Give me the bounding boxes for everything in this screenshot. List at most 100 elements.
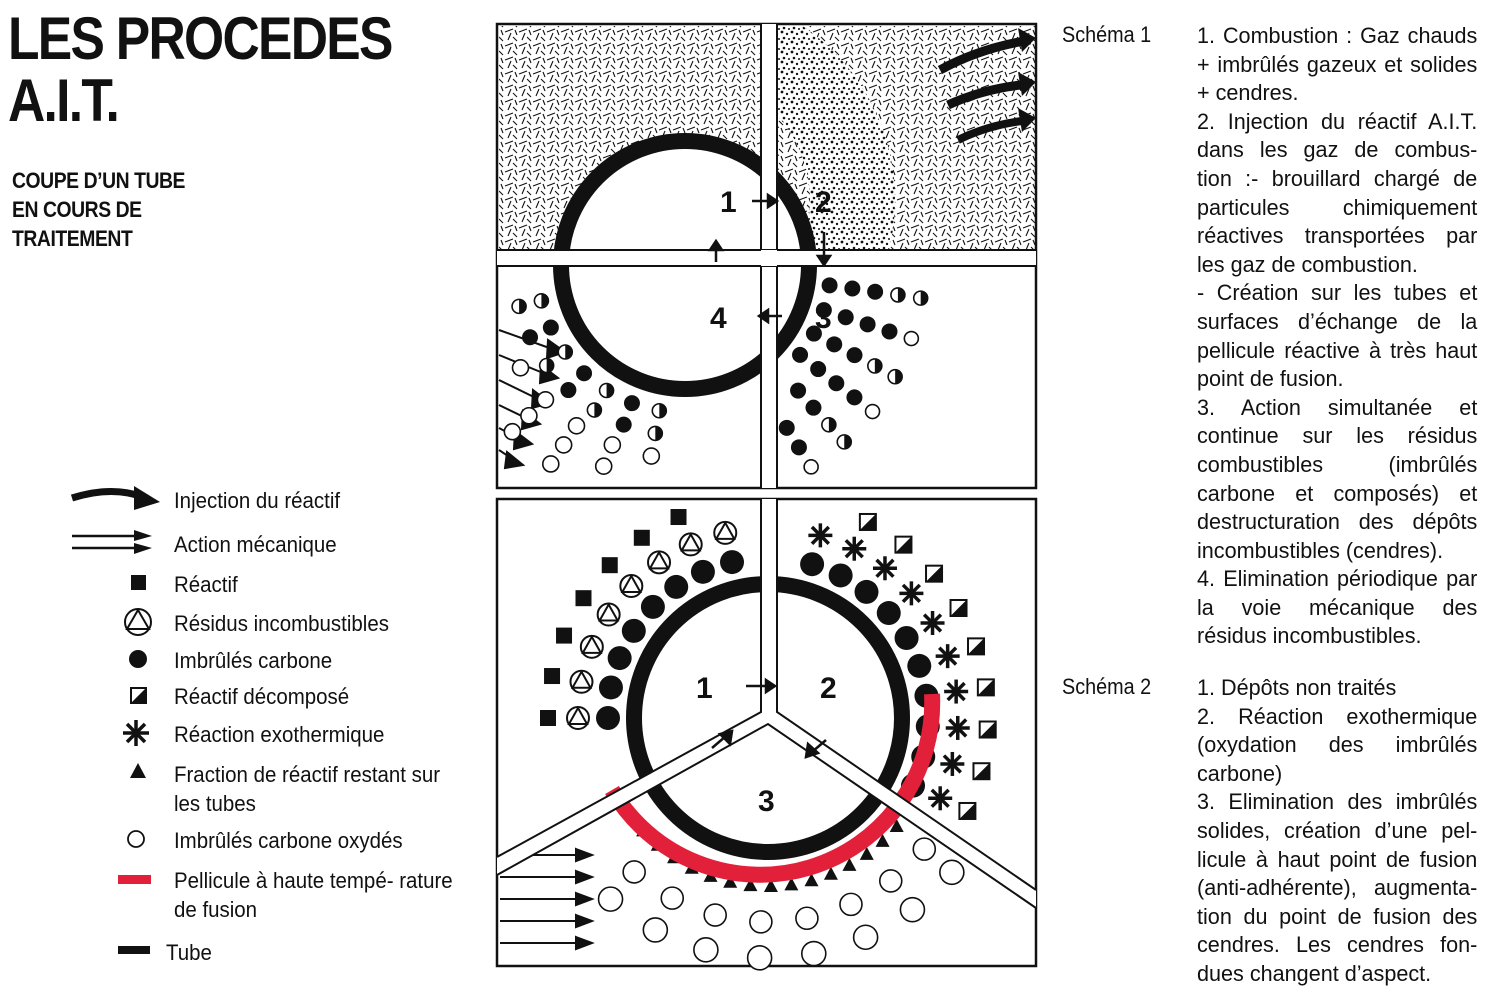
diagram-area: 1 2 3 4 1 (495, 22, 1038, 971)
red-band-icon (118, 875, 151, 884)
reactant-triangle (804, 873, 819, 887)
action-arrows-bottom (500, 847, 595, 951)
residue-triangle (620, 573, 643, 594)
carbon-particle (867, 283, 884, 300)
oxidized-particle (899, 896, 926, 923)
reactant-triangle (875, 833, 890, 847)
residue-particle (579, 634, 604, 659)
oxidized-particle (503, 422, 522, 441)
schema-1-text: 1. Combustion : Gaz chauds + imbrûlés ga… (1197, 23, 1478, 649)
decomposed-fill (859, 513, 876, 530)
oxidized-particle (852, 924, 879, 951)
carbon-particle (826, 336, 843, 353)
oxidized-particle (520, 406, 538, 425)
carbon-particle (894, 626, 919, 650)
oxidized-particle (541, 455, 560, 473)
oxidized-particle (536, 390, 555, 409)
carbon-particle (828, 375, 845, 392)
oxidized-particle (912, 837, 937, 861)
exothermic-mark (942, 754, 962, 774)
double-arrow-icon (72, 530, 152, 554)
legend-label: Réactif (174, 572, 238, 597)
subtitle: COUPE D’UN TUBE EN COURS DE TRAITEMENT (12, 166, 185, 253)
residue-particle (569, 669, 594, 694)
residue-triangle (680, 532, 702, 552)
carbon-particle (790, 439, 807, 456)
legend-label: Action mécanique (174, 532, 337, 557)
carbon-particle (907, 653, 932, 678)
decomposed-fill (979, 721, 996, 738)
subtitle-line-1: COUPE D’UN TUBE (12, 168, 186, 193)
oxidized-particle (864, 403, 881, 420)
curved-arrow-icon (70, 486, 160, 510)
oxidized-particle (903, 330, 920, 347)
legend-label: Imbrûlés carbone oxydés (174, 828, 403, 853)
oxidized-particle (622, 860, 646, 884)
carbon-particle (837, 309, 854, 326)
reactant-triangle (743, 878, 758, 892)
carbon-particle (844, 280, 861, 297)
residue-triangle (597, 602, 620, 622)
subtitle-line-2: EN COURS DE (12, 197, 142, 222)
exothermic-mark (810, 525, 831, 545)
circled-triangle-icon (124, 608, 152, 636)
q4-particles (503, 293, 668, 475)
oxidized-particle (746, 945, 773, 971)
carbon-particle (621, 618, 646, 643)
oxidized-particle (939, 859, 965, 886)
half-filled-particle-half (655, 426, 663, 441)
label-s3: 3 (758, 785, 775, 818)
cycle-arrows-2 (711, 677, 827, 759)
oxidized-particle (749, 910, 773, 934)
decomposed-fill (977, 679, 994, 696)
carbon-particle (720, 550, 745, 575)
oxidized-particle (839, 892, 863, 917)
carbon-particle (576, 365, 593, 382)
carbon-particle (615, 416, 632, 433)
diagram-schema-1: 1 2 3 4 (495, 22, 1038, 490)
decomposed-fill (950, 600, 967, 616)
residue-particle (678, 532, 703, 557)
half-filled-particle-half (897, 287, 905, 302)
exothermic-mark (901, 583, 922, 603)
carbon-particle (522, 329, 539, 346)
legend-label: Tube (166, 940, 212, 965)
half-filled-particle-half (920, 291, 928, 306)
carbon-particle (876, 601, 901, 626)
reactant-square (544, 668, 561, 685)
carbon-particle (690, 559, 715, 584)
schema-2-text: 1. Dépôts non traités 2. Réaction exothe… (1197, 675, 1478, 986)
oxidized-particle (693, 937, 719, 963)
carbon-particle (560, 382, 577, 399)
label-q1: 1 (720, 186, 737, 219)
carbon-particle (596, 706, 620, 730)
residue-particle (619, 574, 644, 599)
black-band-icon (118, 946, 150, 954)
carbon-particle (881, 323, 898, 340)
oxidized-particle (800, 940, 827, 967)
carbon-particle (778, 419, 795, 436)
title-line-1: LES PROCEDES (8, 5, 393, 72)
carbon-particle (828, 563, 853, 588)
subtitle-line-3: TRAITEMENT (12, 226, 133, 251)
label-q2: 2 (815, 186, 832, 219)
legend-label: Imbrûlés carbone (174, 648, 333, 673)
reactant-triangle (859, 846, 874, 860)
schema-1-label: Schéma 1 (1062, 22, 1152, 47)
label-s1: 1 (696, 672, 713, 705)
reactant-square (556, 627, 573, 644)
square-icon (131, 575, 146, 590)
residue-particle (596, 602, 621, 627)
legend-label: Pellicule à haute tempé- rature de fusio… (174, 868, 453, 922)
exothermic-mark (844, 539, 864, 559)
half-filled-particle-half (659, 403, 667, 418)
half-filled-particle-half (844, 434, 852, 449)
reactant-triangle (723, 874, 738, 888)
carbon-particle (598, 675, 623, 700)
reactant-square (601, 557, 618, 574)
oxidized-particle (878, 869, 903, 893)
residue-triangle (648, 550, 670, 570)
decomposed-fill (959, 802, 976, 819)
carbon-particle (859, 316, 876, 333)
oxidized-particle (642, 917, 669, 943)
